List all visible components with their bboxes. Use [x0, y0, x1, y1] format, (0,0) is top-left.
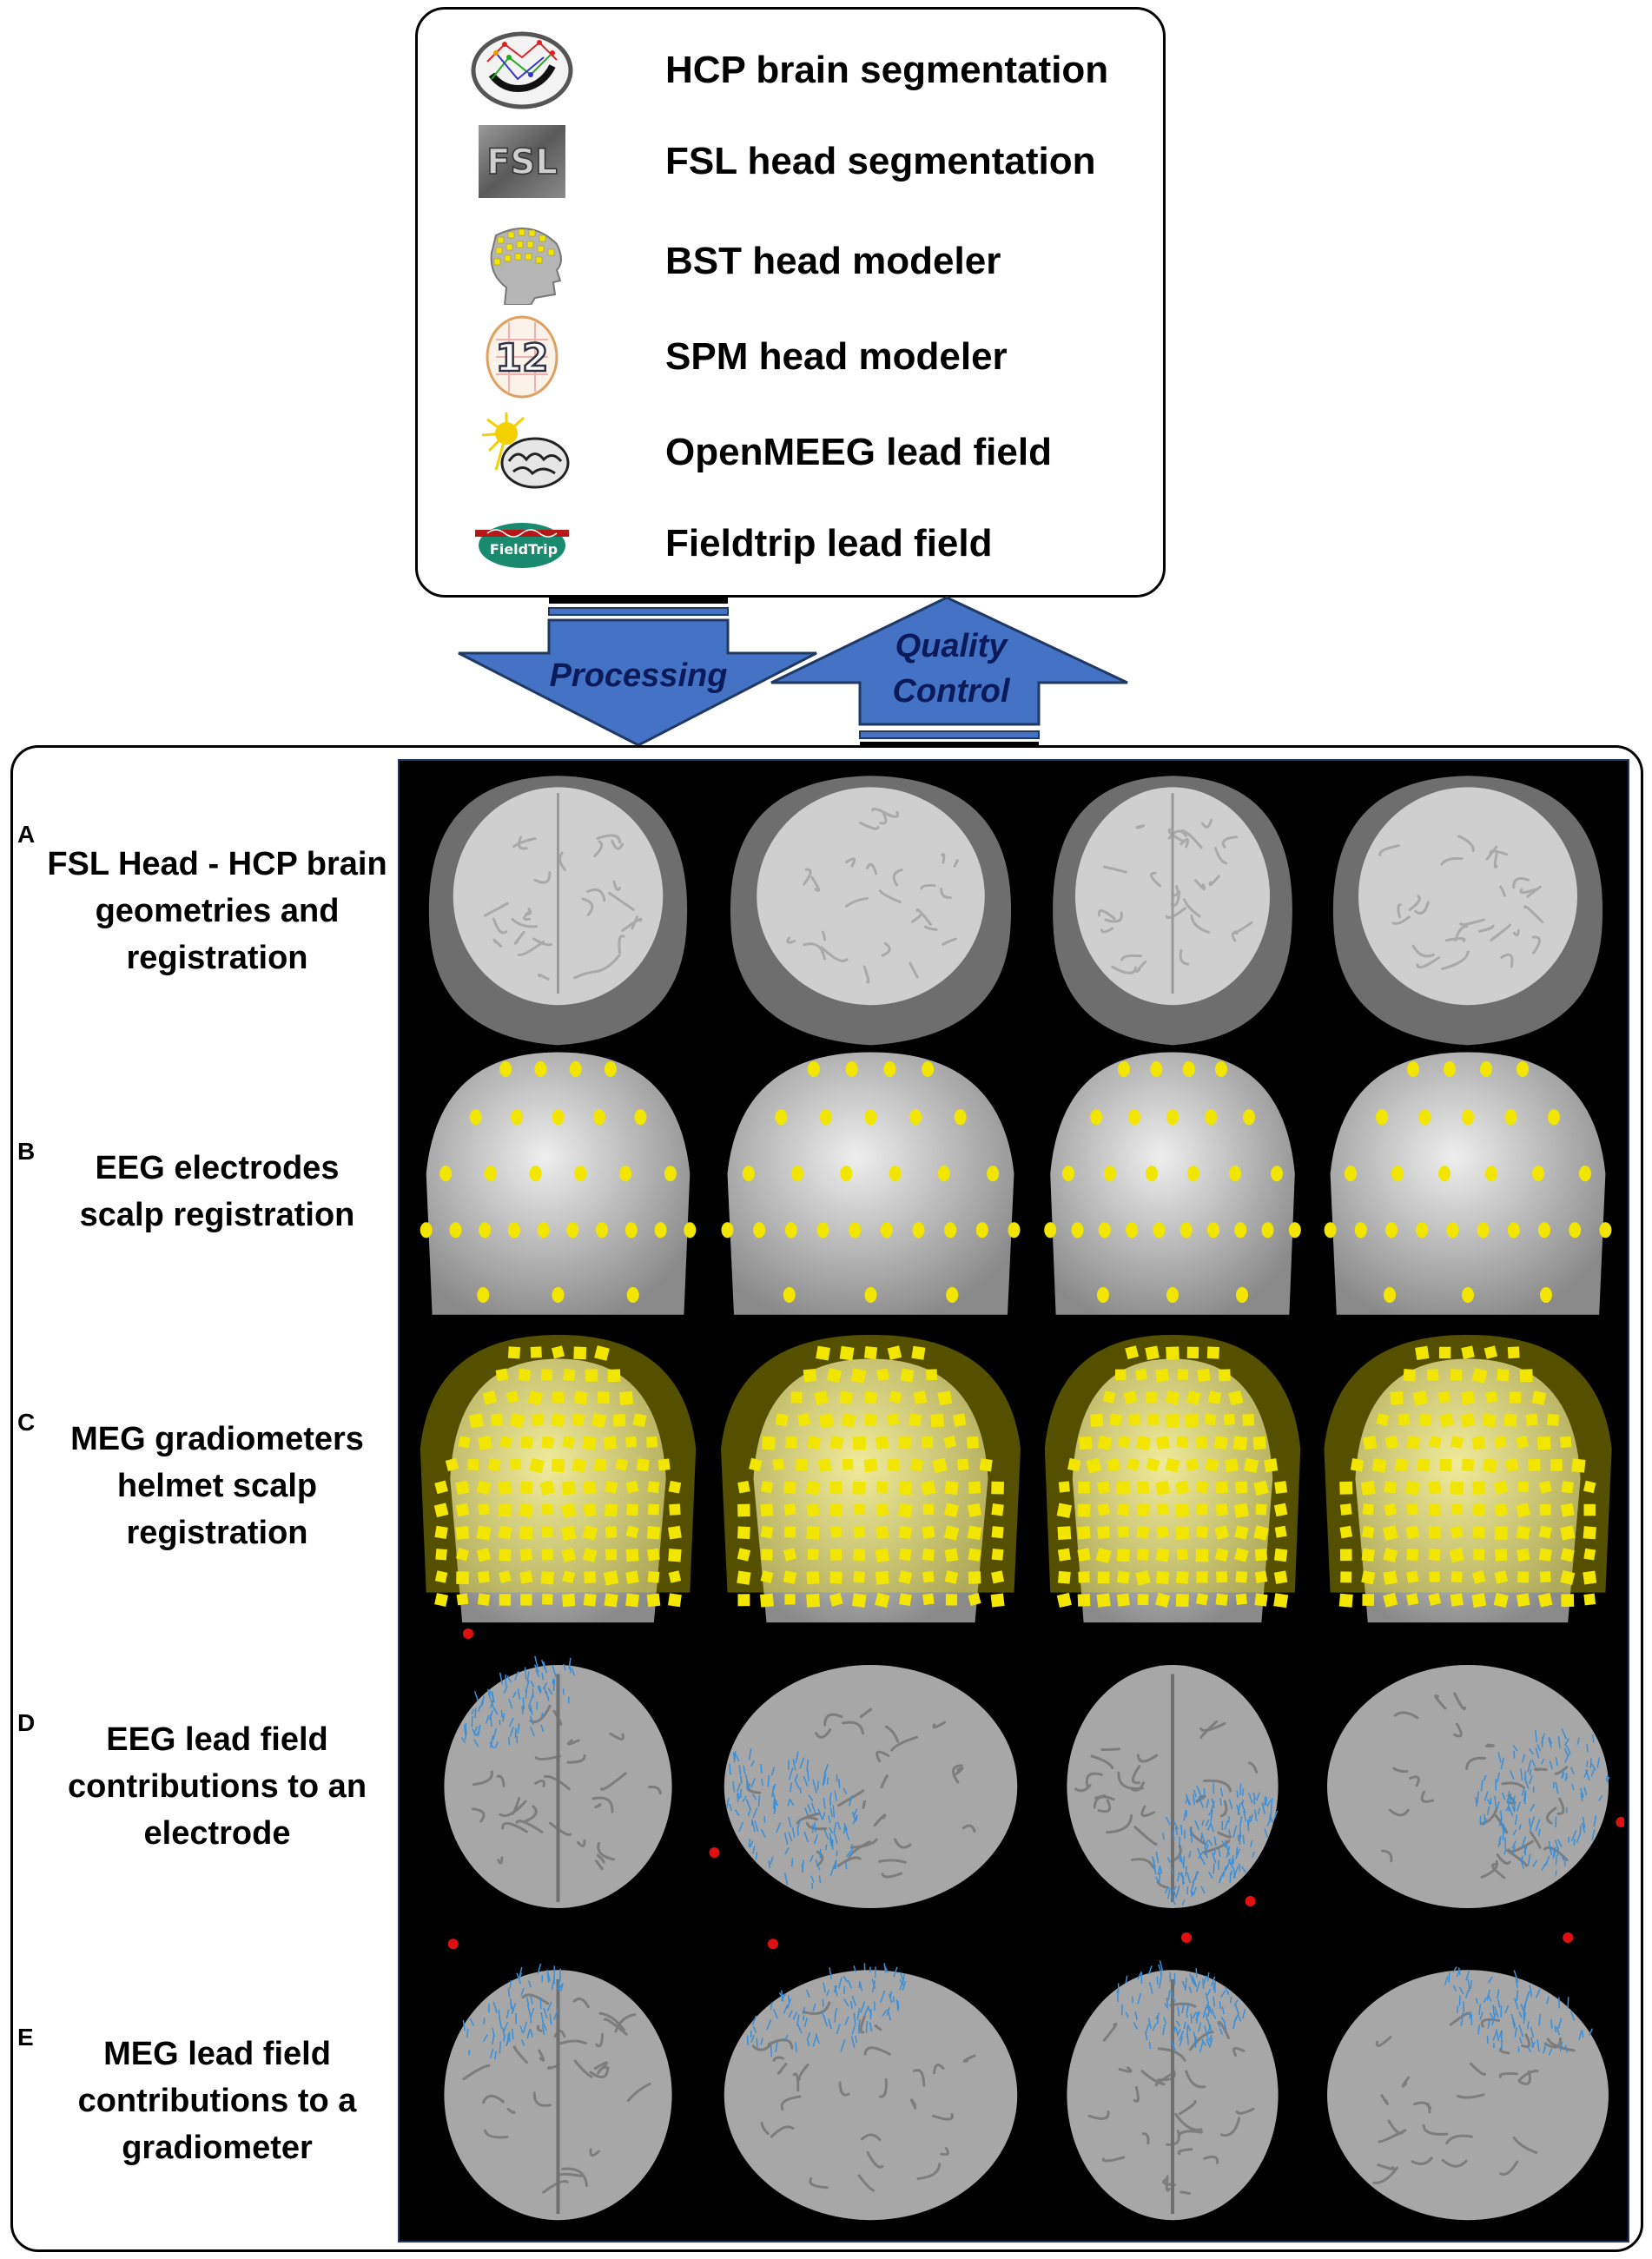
cell-meg-leadfield-view-3	[1067, 1932, 1279, 2221]
tool-row-fieldtrip: FieldTrip Fieldtrip lead field	[418, 500, 1163, 587]
sensor-dot	[1181, 1932, 1192, 1943]
row-label: EEG lead field contributions to an elect…	[67, 1721, 367, 1852]
scalp-surface	[727, 1052, 1014, 1315]
fsl-icon-text: FSL	[486, 142, 558, 182]
row-letter: B	[17, 1138, 36, 1165]
tool-label: OpenMEEG lead field	[665, 431, 1052, 473]
sensor-dot	[463, 1628, 473, 1639]
tool-label: Fieldtrip lead field	[665, 522, 993, 565]
process-arrows	[458, 596, 1128, 748]
processing-label: Processing	[549, 657, 728, 694]
cell-eeg-electrodes-view-2	[721, 1052, 1021, 1315]
cell-head-brain-view-3	[1053, 776, 1292, 1046]
cortex-surface	[444, 1970, 672, 2221]
bst-head-icon	[490, 228, 562, 305]
cell-eeg-electrodes-view-4	[1324, 1052, 1612, 1315]
spm-icon-text: 12	[495, 336, 548, 380]
hcp-brain-icon	[471, 31, 573, 109]
sensor-dot	[768, 1939, 778, 1950]
electrode-dots	[420, 1061, 697, 1303]
row-letter: C	[17, 1409, 36, 1436]
scalp-surface	[1050, 1052, 1295, 1315]
cell-eeg-leadfield-view-4	[1327, 1665, 1624, 1908]
cell-eeg-leadfield-view-2	[709, 1665, 1018, 1908]
lead-field-vectors	[1151, 1782, 1279, 1906]
lead-field-vectors	[726, 1747, 858, 1890]
cortex-surface	[724, 1970, 1018, 2221]
fsl-icon: FSL	[479, 125, 565, 198]
cortex-surface	[1327, 1665, 1609, 1908]
brain-surface	[757, 787, 985, 1006]
processing-arrow	[458, 598, 817, 747]
cortex-surface	[1327, 1970, 1609, 2221]
cell-meg-leadfield-view-2	[724, 1939, 1018, 2221]
row-label: MEG gradiometers helmet scalp registrati…	[70, 1421, 364, 1551]
tool-label: BST head modeler	[665, 240, 1001, 282]
row-letter: D	[17, 1709, 36, 1736]
row-label: EEG electrodes scalp registration	[79, 1150, 355, 1233]
cell-meg-leadfield-view-1	[444, 1939, 672, 2221]
cell-head-brain-view-2	[730, 776, 1012, 1046]
scalp-surface	[1330, 1052, 1606, 1315]
electrode-dots	[1324, 1061, 1612, 1303]
cortex-surface	[1067, 1970, 1279, 2221]
control-label: Control	[892, 673, 1010, 710]
row-label: FSL Head - HCP brain geometries and regi…	[47, 846, 387, 976]
quality-control-arrow	[770, 596, 1128, 748]
cortex-surface	[444, 1665, 672, 1908]
lead-field-vectors	[462, 1963, 564, 2060]
sensor-dot	[1245, 1896, 1256, 1906]
brain-surface	[1075, 787, 1270, 1006]
row-letter: E	[17, 2024, 34, 2051]
sensor-dot	[709, 1847, 720, 1858]
software-tools-box: HCP brain segmentation FSL FSL head segm…	[415, 7, 1166, 598]
cell-eeg-leadfield-view-1	[444, 1628, 672, 1908]
gradiometer-squares	[1056, 1345, 1289, 1608]
lead-field-vectors	[460, 1655, 575, 1749]
cell-meg-helmet-view-4	[1324, 1334, 1612, 1623]
cell-meg-leadfield-view-4	[1327, 1932, 1609, 2221]
sensor-dot	[447, 1939, 459, 1950]
gradiometer-squares	[737, 1345, 1005, 1608]
tool-label: FSL head segmentation	[665, 140, 1096, 182]
tool-label: HCP brain segmentation	[665, 49, 1109, 91]
quality-label: Quality	[895, 628, 1008, 664]
cell-head-brain-view-1	[428, 776, 688, 1046]
electrode-dots	[721, 1061, 1021, 1303]
cell-meg-helmet-view-3	[1044, 1334, 1301, 1623]
lead-field-vectors	[1116, 1960, 1246, 2053]
brain-surface	[1358, 787, 1577, 1006]
row-letter: A	[17, 821, 36, 848]
lead-field-vectors	[1475, 1728, 1610, 1876]
fieldtrip-icon: FieldTrip	[475, 523, 569, 568]
gradiometer-squares	[433, 1345, 682, 1608]
tool-row-hcp: HCP brain segmentation	[418, 27, 1163, 114]
cell-meg-helmet-view-1	[420, 1334, 697, 1623]
lead-field-vectors	[1444, 1966, 1594, 2057]
spm-icon: 12	[486, 315, 558, 399]
gradiometer-squares	[1338, 1345, 1597, 1608]
fieldtrip-icon-text: FieldTrip	[490, 541, 558, 558]
tool-label: SPM head modeler	[665, 335, 1008, 378]
sensor-dot	[1563, 1932, 1574, 1943]
electrode-dots	[1044, 1061, 1301, 1303]
tool-row-spm: 12 SPM head modeler	[418, 314, 1163, 400]
cell-head-brain-view-4	[1332, 776, 1603, 1046]
cell-eeg-electrodes-view-3	[1044, 1052, 1301, 1315]
tool-row-bst: BST head modeler	[418, 218, 1163, 305]
openmeeg-sun-brain-icon	[481, 413, 570, 489]
cell-eeg-leadfield-view-3	[1067, 1665, 1279, 1908]
scalp-surface	[426, 1052, 691, 1315]
lead-field-vectors	[746, 1963, 907, 2058]
row-label: MEG lead field contributions to a gradio…	[77, 2036, 357, 2166]
cell-eeg-electrodes-view-1	[420, 1052, 697, 1315]
sensor-dot	[1616, 1817, 1624, 1827]
tool-row-fsl: FSL FSL head segmentation	[418, 118, 1163, 205]
tool-row-openmeeg: OpenMEEG lead field	[418, 409, 1163, 496]
cell-meg-helmet-view-2	[721, 1334, 1021, 1623]
brain-surface	[453, 787, 664, 1006]
